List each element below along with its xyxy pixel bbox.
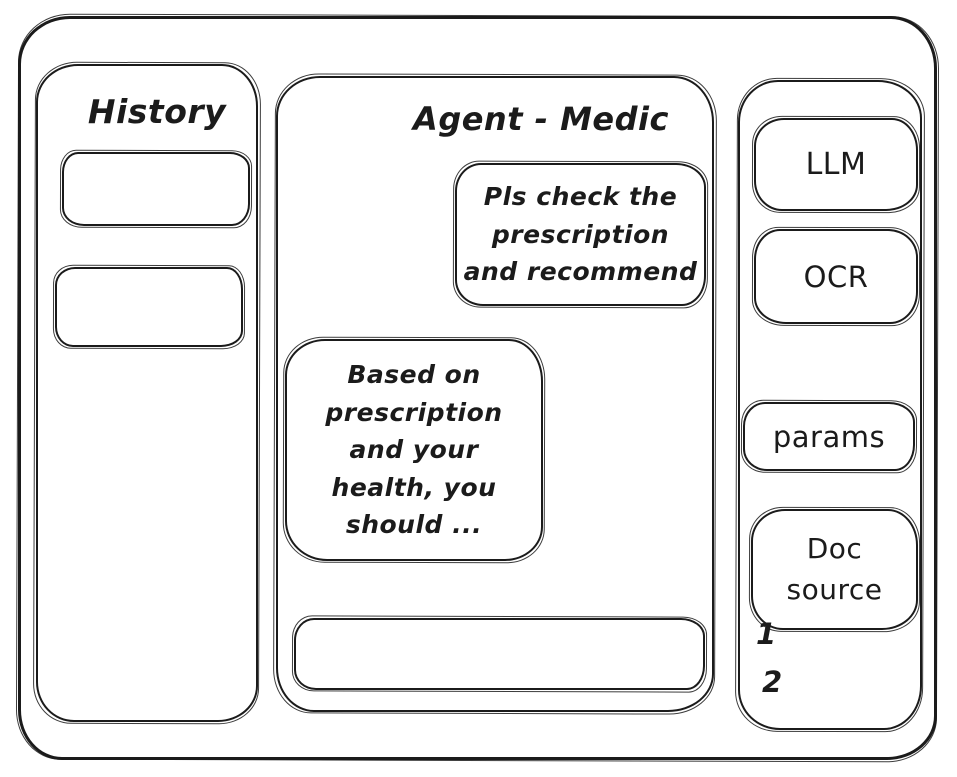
chat-title: Agent - Medic bbox=[413, 100, 669, 138]
history-item[interactable] bbox=[55, 267, 243, 347]
doc-source-item-1[interactable]: 1 bbox=[756, 617, 777, 651]
history-title: History bbox=[87, 92, 227, 131]
message-input-box bbox=[294, 618, 705, 690]
tools-panel: LLM OCR params Doc source 1 2 bbox=[738, 80, 922, 730]
doc-source-button[interactable]: Doc source bbox=[751, 509, 918, 630]
ocr-button[interactable]: OCR bbox=[754, 229, 918, 324]
params-button[interactable]: params bbox=[743, 402, 915, 471]
llm-button[interactable]: LLM bbox=[754, 118, 918, 211]
history-panel: History bbox=[36, 64, 258, 722]
message-input[interactable] bbox=[296, 620, 703, 688]
doc-source-item-2[interactable]: 2 bbox=[762, 665, 783, 699]
assistant-message-bubble: Based on prescription and your health, y… bbox=[285, 339, 543, 561]
user-message-bubble: Pls check the prescription and recommend bbox=[455, 163, 706, 306]
history-item[interactable] bbox=[62, 152, 250, 226]
chat-panel: Agent - Medic Pls check the prescription… bbox=[276, 76, 714, 712]
